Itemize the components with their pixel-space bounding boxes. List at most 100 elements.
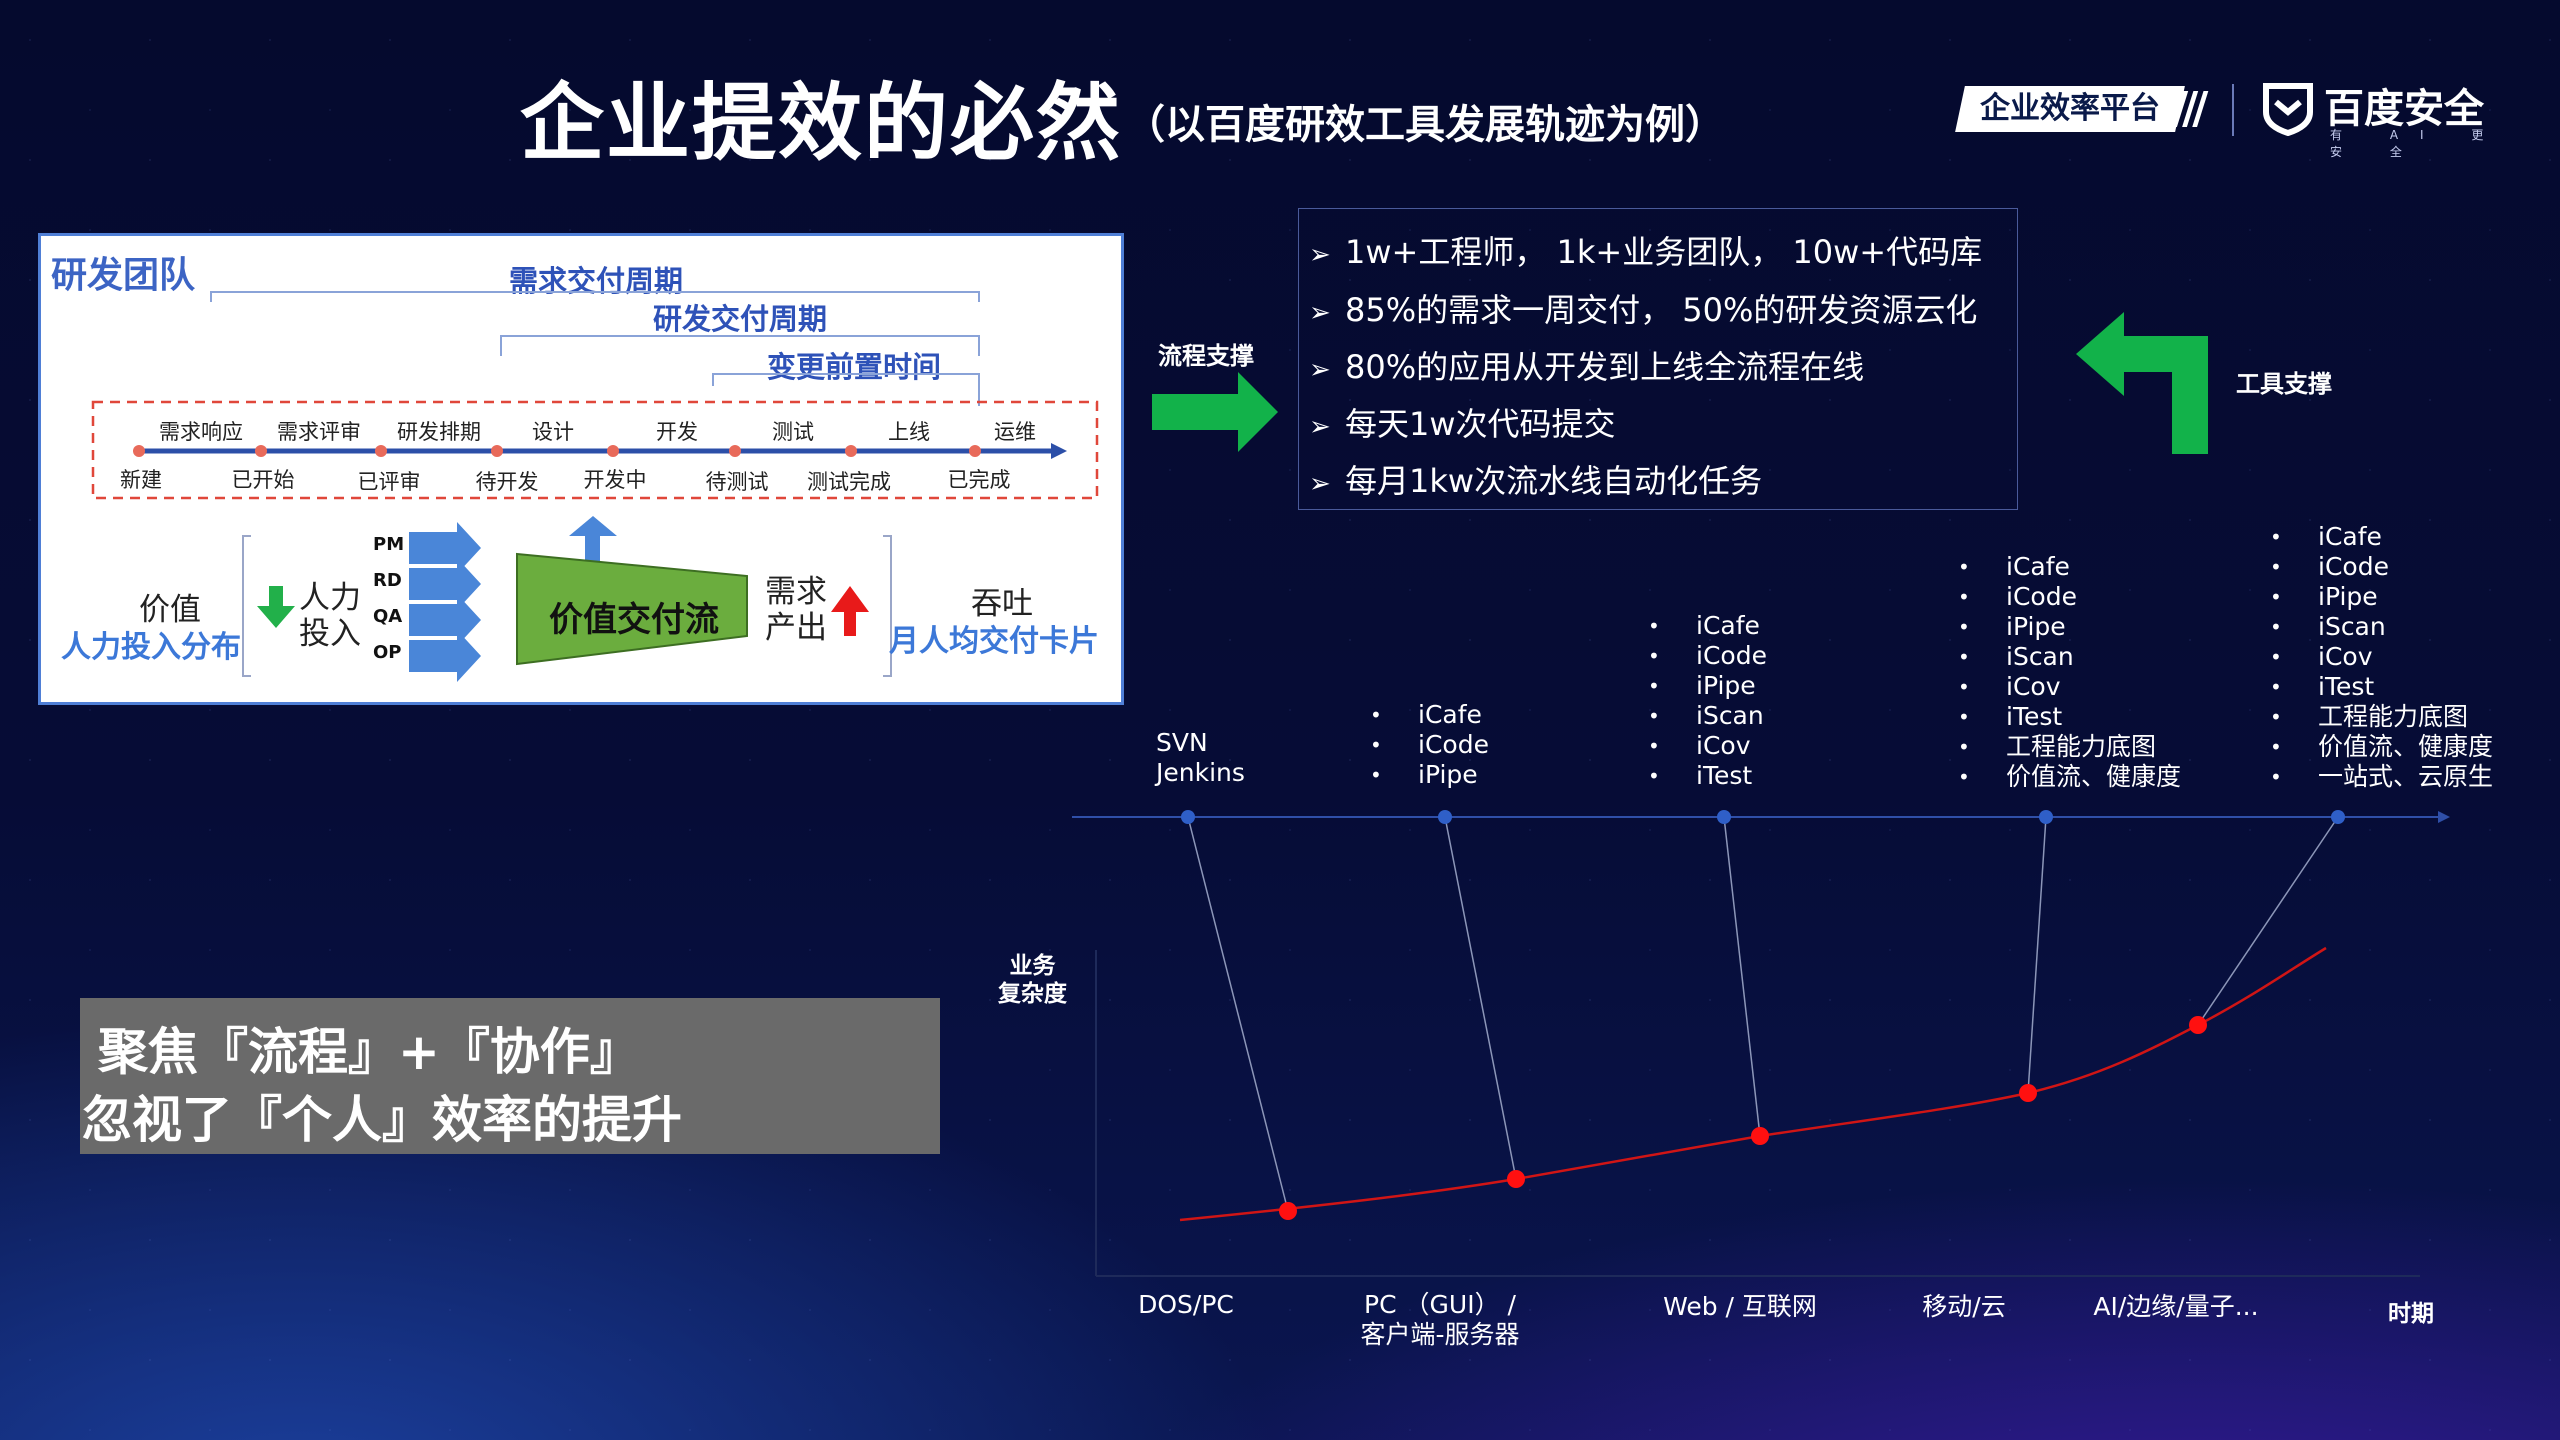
demand-label: 需求 xyxy=(765,574,827,610)
output-label: 产出 xyxy=(765,610,827,646)
stat-item: ➢每天1w次代码提交 xyxy=(1309,405,1616,443)
state-label: 开发中 xyxy=(583,468,647,492)
tool-name: iCode xyxy=(1958,582,2181,612)
tool-name: iScan xyxy=(1648,701,1767,731)
era-label: AI/边缘/量子... xyxy=(2093,1292,2259,1321)
tool-name: 一站式、云原生 xyxy=(2270,762,2493,792)
state-dot xyxy=(491,445,503,457)
role-qa: QA xyxy=(373,606,403,627)
tool-name: iCafe xyxy=(1648,611,1767,641)
tool-name: 价值流、健康度 xyxy=(2270,732,2493,762)
baidu-shield-icon xyxy=(2263,83,2313,136)
dev-cycle-label: 研发交付周期 xyxy=(653,302,828,336)
change-time-label: 变更前置时间 xyxy=(767,350,942,384)
state-dot xyxy=(969,445,981,457)
value-label: 价值 xyxy=(139,592,201,628)
state-dot xyxy=(729,445,741,457)
state-dot xyxy=(845,445,857,457)
stage-3-tool-list: iCafe iCode iPipe iScan iCov iTest xyxy=(1648,611,1767,791)
tool-name: iCafe xyxy=(2270,522,2493,552)
state-label: 新建 xyxy=(120,468,162,492)
stage-label: 开发 xyxy=(656,420,698,444)
era-label: 移动/云 xyxy=(1922,1292,2006,1321)
state-dot xyxy=(375,445,387,457)
stats-box: ➢1w+工程师， 1k+业务团队， 10w+代码库 ➢85%的需求一周交付， 5… xyxy=(1298,208,2018,510)
state-dot xyxy=(133,445,145,457)
tool-name: iCafe xyxy=(1370,700,1489,730)
baidu-tagline: 有 AI 更 安 全 xyxy=(2330,128,2506,159)
state-label: 待测试 xyxy=(705,470,769,494)
complexity-curve xyxy=(1179,946,2327,1222)
stage-2-tool-list: iCafe iCode iPipe xyxy=(1370,700,1489,790)
x-axis-label: 时期 xyxy=(2388,1301,2434,1327)
stage-4-tool-list: iCafe iCode iPipe iScan iCov iTest 工程能力底… xyxy=(1958,552,2181,792)
tool-name: iScan xyxy=(2270,612,2493,642)
timeline-node xyxy=(1181,810,1195,824)
curve-point xyxy=(2019,1084,2037,1102)
state-dot xyxy=(607,445,619,457)
tool-support-label: 工具支撑 xyxy=(2236,370,2332,398)
tool-name: iScan xyxy=(1958,642,2181,672)
manpower-label: 人力 xyxy=(299,580,361,616)
tool-name: iCov xyxy=(1648,731,1767,761)
tool-name: 工程能力底图 xyxy=(1958,732,2181,762)
role-rd: RD xyxy=(373,570,402,591)
stage-label: 研发排期 xyxy=(397,420,481,444)
rd-flow-diagram: 研发团队 需求交付周期 研发交付周期 变更前置时间 需求响应 需求评审 研发排期… xyxy=(38,233,1124,705)
tool-name: iPipe xyxy=(2270,582,2493,612)
tool-name: iCafe xyxy=(1958,552,2181,582)
tool-name: iPipe xyxy=(1958,612,2181,642)
state-label: 已完成 xyxy=(947,468,1011,492)
tool-name: iCode xyxy=(1370,730,1489,760)
tool-name: iPipe xyxy=(1648,671,1767,701)
focus-line-1: 聚焦『流程』+『协作』 xyxy=(98,1023,640,1081)
page-subtitle: （以百度研效工具发展轨迹为例） xyxy=(1125,102,1725,148)
timeline-node xyxy=(2331,810,2345,824)
stage-5-tool-list: iCafe iCode iPipe iScan iCov iTest 工程能力底… xyxy=(2270,522,2493,792)
state-label: 待开发 xyxy=(475,470,539,494)
focus-line-2: 忽视了『个人』效率的提升 xyxy=(82,1091,682,1149)
stat-item: ➢每月1kw次流水线自动化任务 xyxy=(1309,462,1763,500)
stage-label: 运维 xyxy=(994,420,1036,444)
cards-label: 月人均交付卡片 xyxy=(889,624,1099,659)
tool-name: 价值流、健康度 xyxy=(1958,762,2181,792)
state-label: 测试完成 xyxy=(807,470,891,494)
stage-label: 需求评审 xyxy=(277,420,361,444)
era-label: PC （GUI） / xyxy=(1364,1290,1516,1319)
curve-point xyxy=(2189,1016,2207,1034)
focus-callout: 聚焦『流程』+『协作』 忽视了『个人』效率的提升 xyxy=(80,998,940,1154)
process-arrow xyxy=(1152,372,1278,452)
tool-name: SVN xyxy=(1156,728,1208,757)
curve-point xyxy=(1751,1127,1769,1145)
stage-label: 需求响应 xyxy=(159,420,243,444)
baidu-security-name: 百度安全 xyxy=(2324,86,2484,132)
tool-name: iCode xyxy=(2270,552,2493,582)
state-label: 已开始 xyxy=(231,468,295,492)
timeline-node xyxy=(1438,810,1452,824)
stat-item: ➢85%的需求一周交付， 50%的研发资源云化 xyxy=(1309,291,1978,329)
stat-item: ➢1w+工程师， 1k+业务团队， 10w+代码库 xyxy=(1309,233,1983,271)
role-pm: PM xyxy=(373,534,405,555)
tool-name: iCode xyxy=(1648,641,1767,671)
tool-name: iCov xyxy=(1958,672,2181,702)
timeline-node xyxy=(1717,810,1731,824)
timeline-node xyxy=(2039,810,2053,824)
tool-name: iTest xyxy=(2270,672,2493,702)
tool-name: Jenkins xyxy=(1156,758,1245,787)
era-label: DOS/PC xyxy=(1138,1290,1234,1319)
curve-point xyxy=(1507,1170,1525,1188)
brand-divider xyxy=(2232,84,2234,136)
role-op: OP xyxy=(373,642,402,663)
diagram-lines xyxy=(91,291,1099,682)
era-label: Web / 互联网 xyxy=(1663,1292,1817,1321)
stage-label: 上线 xyxy=(888,420,930,444)
curve-point xyxy=(1279,1202,1297,1220)
era-label: 客户端-服务器 xyxy=(1360,1320,1520,1349)
input-label: 投入 xyxy=(299,616,361,652)
state-dot xyxy=(255,445,267,457)
stat-item: ➢80%的应用从开发到上线全流程在线 xyxy=(1309,348,1865,386)
brand-stripes: //// xyxy=(2162,83,2208,134)
stage-label: 设计 xyxy=(532,420,574,444)
